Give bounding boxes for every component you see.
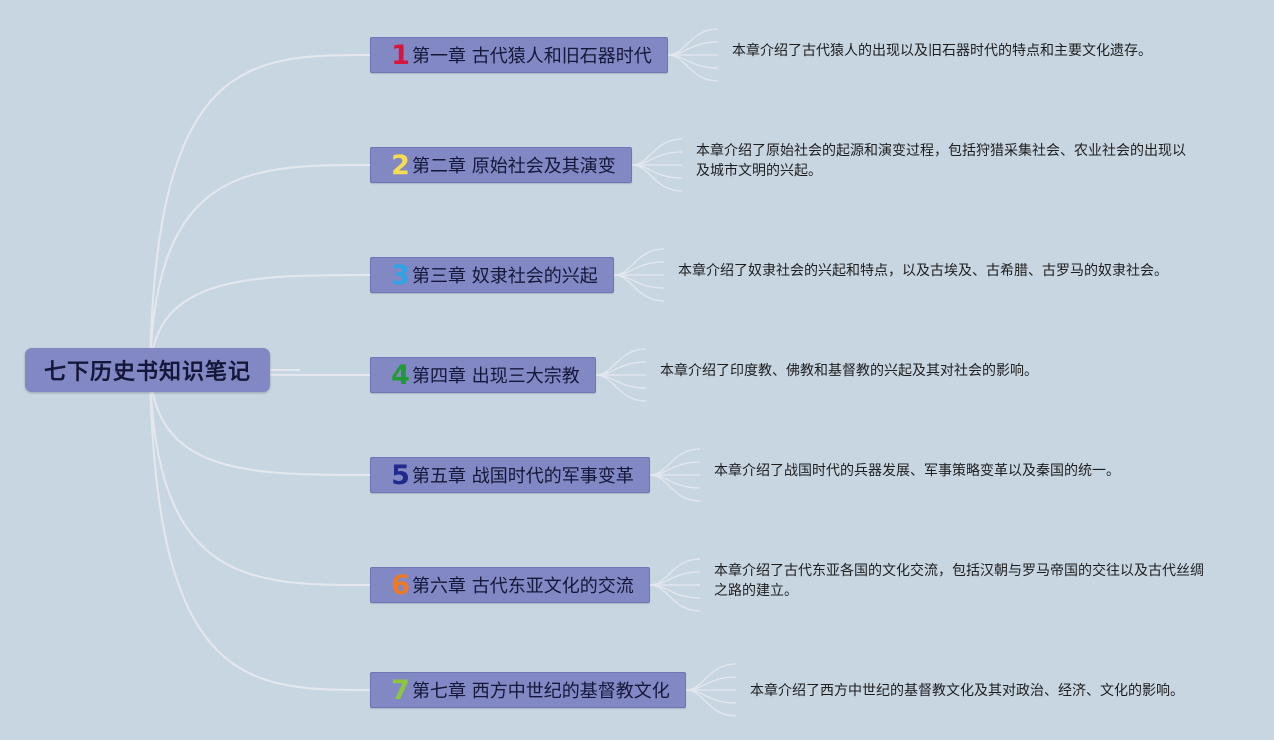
- chapter-description-4: 本章介绍了印度教、佛教和基督教的兴起及其对社会的影响。: [660, 363, 1038, 379]
- chapter-number-5: 5: [391, 459, 410, 491]
- fan-line-7-5: [685, 689, 737, 717]
- chapter-title-1: 第一章 古代猿人和旧石器时代: [412, 46, 652, 67]
- branch-line-5: [149, 369, 371, 476]
- chapter-description-7: 本章介绍了西方中世纪的基督教文化及其对政治、经济、文化的影响。: [750, 683, 1184, 699]
- fan-line-3-5: [613, 274, 665, 302]
- chapter-title-5: 第五章 战国时代的军事变革: [412, 466, 634, 487]
- branch-line-3: [149, 274, 371, 371]
- fan-line-1-5: [667, 54, 719, 82]
- chapter-number-1: 1: [391, 39, 410, 71]
- branch-line-7: [149, 369, 371, 691]
- chapter-description-5: 本章介绍了战国时代的兵器发展、军事策略变革以及秦国的统一。: [714, 463, 1120, 479]
- fan-line-2-5: [631, 164, 683, 192]
- chapter-number-6: 6: [391, 569, 410, 601]
- chapter-title-4: 第四章 出现三大宗教: [412, 366, 580, 387]
- chapter-description-1: 本章介绍了古代猿人的出现以及旧石器时代的特点和主要文化遗存。: [732, 43, 1152, 59]
- branch-line-6: [149, 369, 371, 586]
- branch-line-1: [149, 54, 371, 371]
- chapter-node-4[interactable]: 4 第四章 出现三大宗教: [370, 357, 596, 393]
- fan-line-6-5: [649, 584, 701, 612]
- chapter-number-7: 7: [391, 674, 410, 706]
- chapter-number-4: 4: [391, 359, 410, 391]
- chapter-node-3[interactable]: 3 第三章 奴隶社会的兴起: [370, 257, 614, 293]
- root-node[interactable]: 七下历史书知识笔记: [25, 348, 270, 392]
- chapter-title-7: 第七章 西方中世纪的基督教文化: [412, 681, 670, 702]
- chapter-title-6: 第六章 古代东亚文化的交流: [412, 576, 634, 597]
- chapter-title-3: 第三章 奴隶社会的兴起: [412, 266, 598, 287]
- branch-line-2: [149, 164, 371, 371]
- chapter-node-5[interactable]: 5 第五章 战国时代的军事变革: [370, 457, 650, 493]
- chapter-number-2: 2: [391, 149, 410, 181]
- chapter-description-2: 本章介绍了原始社会的起源和演变过程，包括狩猎采集社会、农业社会的出现以及城市文明…: [696, 143, 1186, 179]
- fan-line-5-5: [649, 474, 701, 502]
- chapter-title-2: 第二章 原始社会及其演变: [412, 156, 616, 177]
- chapter-node-6[interactable]: 6 第六章 古代东亚文化的交流: [370, 567, 650, 603]
- chapter-node-1[interactable]: 1 第一章 古代猿人和旧石器时代: [370, 37, 668, 73]
- chapter-number-3: 3: [391, 259, 410, 291]
- fan-line-4-5: [595, 374, 647, 402]
- chapter-description-3: 本章介绍了奴隶社会的兴起和特点，以及古埃及、古希腊、古罗马的奴隶社会。: [678, 263, 1168, 279]
- chapter-node-7[interactable]: 7 第七章 西方中世纪的基督教文化: [370, 672, 686, 708]
- chapter-node-2[interactable]: 2 第二章 原始社会及其演变: [370, 147, 632, 183]
- chapter-description-6: 本章介绍了古代东亚各国的文化交流，包括汉朝与罗马帝国的交往以及古代丝绸之路的建立…: [714, 563, 1204, 599]
